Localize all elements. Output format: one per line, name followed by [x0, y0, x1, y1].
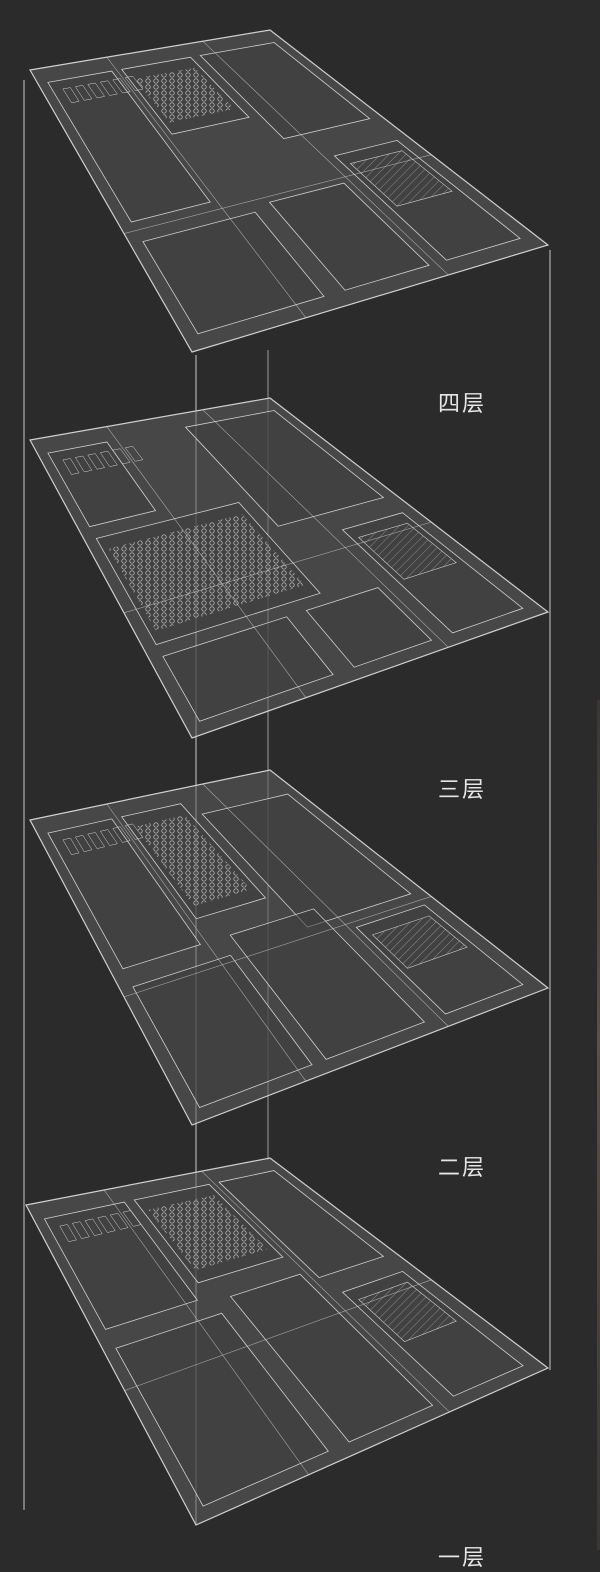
floor-label-1: 一层: [438, 1546, 487, 1571]
floors-layer: [25, 29, 550, 1526]
fixture: [87, 832, 106, 849]
fixture: [62, 87, 80, 104]
wall-line: [202, 783, 449, 1027]
room-block: [268, 182, 430, 291]
fixture: [112, 448, 131, 465]
room-block: [47, 70, 211, 223]
room-block: [305, 587, 433, 668]
fixture: [112, 826, 131, 843]
corridor-line: [123, 154, 432, 234]
corridor-line: [123, 896, 432, 998]
fixture: [84, 1218, 103, 1236]
wall-line: [103, 1189, 309, 1475]
wall-line: [201, 1170, 450, 1413]
fixture: [62, 837, 80, 855]
floor-plate-2: [29, 769, 550, 1126]
fixture: [87, 453, 106, 470]
wall-line: [106, 426, 307, 698]
floor-label-4: 四层: [438, 392, 487, 417]
fixture: [87, 82, 106, 99]
room-block: [115, 1312, 329, 1507]
fixture: [99, 829, 118, 846]
stairwell: [349, 150, 453, 207]
stairwell: [371, 915, 468, 969]
right-edge-strip: [597, 700, 600, 1550]
fixture: [74, 85, 93, 101]
stairwell: [358, 522, 457, 580]
corridor-line: [124, 1279, 432, 1391]
wall-line: [202, 409, 449, 648]
floor-plate-4: [29, 29, 550, 353]
room-block: [201, 793, 412, 928]
room-block: [142, 211, 325, 335]
room-block: [218, 1170, 385, 1279]
floor-plate-1: [25, 1157, 550, 1526]
fixture: [109, 1213, 129, 1230]
seating-area: [134, 67, 235, 123]
seating-area: [134, 815, 251, 906]
fixture: [112, 78, 131, 94]
room-block: [43, 1201, 199, 1330]
fixture: [124, 823, 144, 840]
seating-area: [147, 1195, 268, 1271]
seating-area: [108, 514, 305, 631]
fixture: [72, 1221, 90, 1239]
wall-line: [202, 40, 449, 276]
room-block: [229, 1273, 434, 1443]
room-block: [132, 954, 313, 1108]
fixture: [59, 1224, 77, 1242]
room-block: [199, 42, 371, 140]
floor-label-3: 三层: [438, 778, 487, 803]
room-block: [47, 818, 202, 970]
fixture: [99, 80, 118, 96]
room-block: [184, 410, 385, 527]
corridor-line: [123, 521, 432, 614]
fixture: [62, 458, 80, 475]
fixture: [75, 835, 93, 852]
fixture: [97, 1215, 116, 1233]
floor-plate-3: [29, 397, 550, 739]
fixture: [99, 450, 118, 467]
fixture: [124, 446, 144, 462]
fixture: [124, 75, 144, 91]
room-block: [47, 441, 157, 528]
floor-label-2: 二层: [438, 1156, 487, 1181]
wall-line: [106, 803, 307, 1082]
wall-line: [106, 57, 307, 318]
room-block: [162, 616, 334, 722]
fixture: [122, 1210, 142, 1227]
fixture: [75, 455, 93, 473]
